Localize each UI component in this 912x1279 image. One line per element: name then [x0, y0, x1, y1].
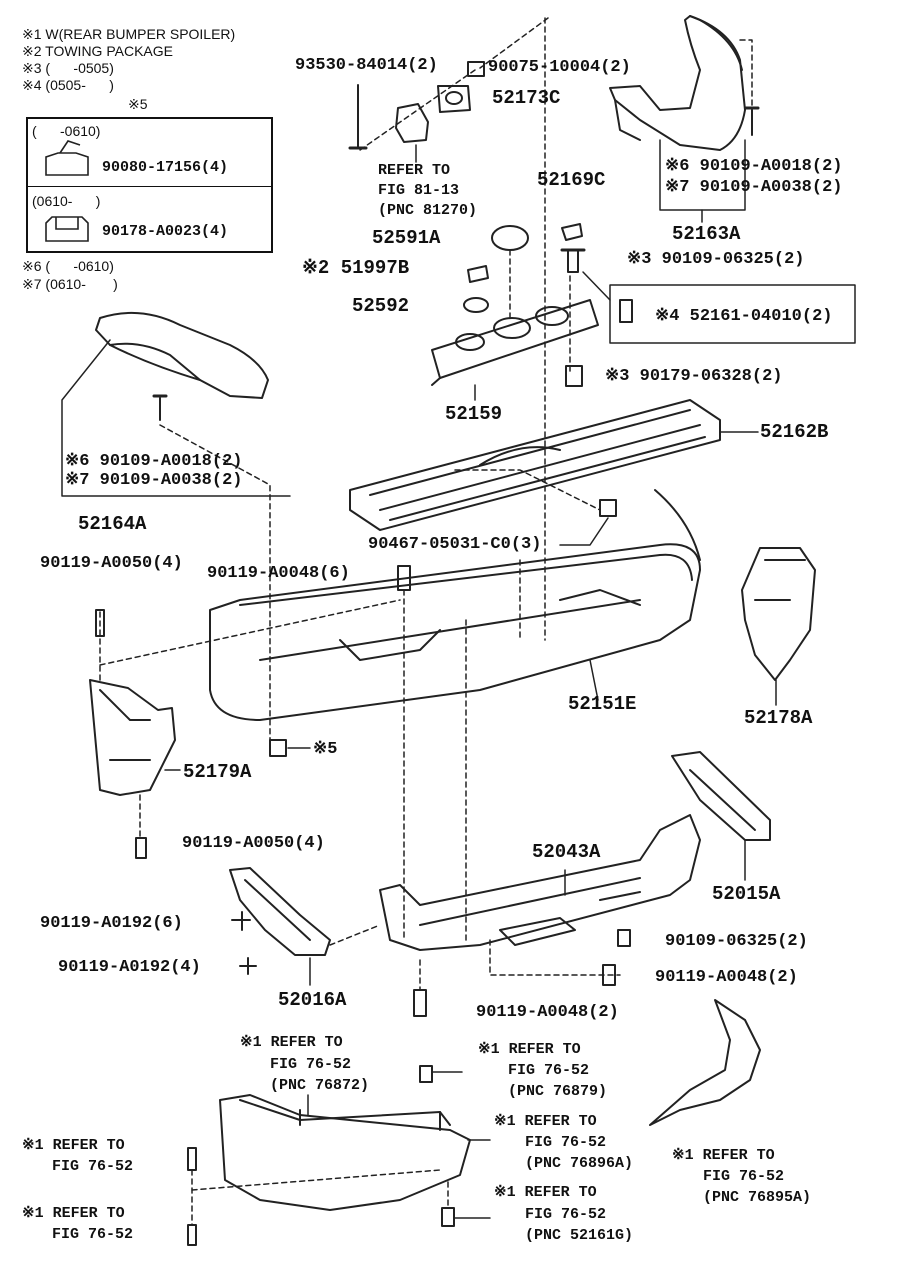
label-52162b: 52162B	[760, 421, 829, 443]
label-ref-left-upper-line2: FIG 76-52	[52, 1158, 134, 1175]
note-3: ※3 ( -0505)	[22, 60, 114, 76]
label-ref-left-lower-line1: ※1 REFER TO	[22, 1205, 125, 1222]
bracket-52179a-drawing	[89, 679, 176, 796]
label-90179-06328: ※3 90179-06328(2)	[605, 367, 783, 386]
label-ref-76896-line1: ※1 REFER TO	[494, 1113, 597, 1130]
label-52161-04010: ※4 52161-04010(2)	[655, 307, 833, 326]
note-5-title: ※5	[128, 96, 148, 112]
label-52178a: 52178A	[744, 707, 813, 729]
label-ref-52161g-line1: ※1 REFER TO	[494, 1184, 597, 1201]
label-52164a-bolt-7: ※7 90109-A0038(2)	[65, 471, 243, 490]
note-6: ※6 ( -0610)	[22, 258, 114, 274]
label-ref-76872-line2: FIG 76-52	[270, 1056, 352, 1073]
note-1: ※1 W(REAR BUMPER SPOILER)	[22, 26, 236, 42]
label-ref-76879-line3: (PNC 76879)	[508, 1083, 608, 1100]
label-90119-a0050-top: 90119-A0050(4)	[40, 554, 183, 573]
label-90119-a0192-4: 90119-A0192(4)	[58, 958, 201, 977]
label-refer-81-line3: (PNC 81270)	[378, 202, 478, 219]
label-90119-a0050-bottom: 90119-A0050(4)	[182, 834, 325, 853]
label-ref-left-upper-line1: ※1 REFER TO	[22, 1137, 125, 1154]
label-ref-76896-line3: (PNC 76896A)	[525, 1155, 634, 1172]
label-ref-left-lower-line2: FIG 76-52	[52, 1226, 134, 1243]
label-52173c: 52173C	[492, 87, 561, 109]
label-90467-05031: 90467-05031-C0(3)	[368, 535, 542, 554]
reinforcement-52043a-drawing	[379, 814, 701, 951]
label-90109-06325-top: ※3 90109-06325(2)	[627, 250, 805, 269]
note-7: ※7 (0610- )	[22, 276, 118, 292]
step-pad-52159-drawing	[431, 299, 599, 386]
label-52164a-bolt-6: ※6 90109-A0018(2)	[65, 452, 243, 471]
label-ref-52161g-line3: (PNC 52161G)	[525, 1227, 634, 1244]
note-4: ※4 (0505- )	[22, 77, 114, 93]
label-ref-76895-line2: FIG 76-52	[703, 1168, 785, 1185]
label-ref-76895-line1: ※1 REFER TO	[672, 1147, 775, 1164]
bumper-52151e-drawing	[209, 489, 701, 721]
label-ref-76895-line3: (PNC 76895A)	[703, 1189, 812, 1206]
label-refer-81-line1: REFER TO	[378, 162, 451, 179]
label-52169c: 52169C	[537, 169, 606, 191]
bracket-52163a-drawing	[609, 15, 746, 151]
label-90109-06325-bottom: 90109-06325(2)	[665, 932, 808, 951]
bracket-52015a-drawing	[671, 751, 771, 841]
label-52592: 52592	[352, 295, 410, 317]
label-52043a: 52043A	[532, 841, 601, 863]
label-note-5-ref: ※5	[313, 740, 338, 759]
bracket-52164a-drawing	[95, 311, 269, 399]
label-ref-52161g-line2: FIG 76-52	[525, 1206, 607, 1223]
label-52163a: 52163A	[672, 223, 741, 245]
label-52163a-bolt-7: ※7 90109-A0038(2)	[665, 178, 843, 197]
label-93530-84014: 93530-84014(2)	[295, 56, 438, 75]
label-ref-76896-line2: FIG 76-52	[525, 1134, 607, 1151]
step-cover-52162b-drawing	[349, 399, 721, 531]
bracket-52016a-drawing	[229, 867, 331, 956]
label-52179a: 52179A	[183, 761, 252, 783]
label-52159: 52159	[445, 403, 503, 425]
label-90119-a0048-2-bottom: 90119-A0048(2)	[476, 1003, 619, 1022]
label-52151e: 52151E	[568, 693, 637, 715]
label-90119-a0048-2-right: 90119-A0048(2)	[655, 968, 798, 987]
mudflap-76895a-drawing	[649, 999, 761, 1126]
label-90119-a0192-6: 90119-A0192(6)	[40, 914, 183, 933]
spoiler-drawing	[219, 1094, 471, 1211]
note-5-nut-icons	[45, 140, 89, 242]
label-ref-76879-line1: ※1 REFER TO	[478, 1041, 581, 1058]
label-refer-81-line2: FIG 81-13	[378, 182, 460, 199]
label-ref-76872-line1: ※1 REFER TO	[240, 1034, 343, 1051]
note-5-row1-range: ( -0610)	[32, 123, 101, 139]
label-52016a: 52016A	[278, 989, 347, 1011]
note-5-row2-part: 90178-A0023(4)	[102, 223, 229, 240]
label-51997b: ※2 51997B	[302, 257, 410, 279]
note-5-box: ( -0610) 90080-17156(4) (0610- ) 90178-A…	[26, 117, 273, 253]
note-5-row1-part: 90080-17156(4)	[102, 159, 229, 176]
bracket-52178a-drawing	[741, 547, 816, 681]
label-52164a: 52164A	[78, 513, 147, 535]
label-ref-76879-line2: FIG 76-52	[508, 1062, 590, 1079]
label-52015a: 52015A	[712, 883, 781, 905]
label-90075-10004: 90075-10004(2)	[488, 58, 631, 77]
label-52591a: 52591A	[372, 227, 441, 249]
label-90119-a0048-6: 90119-A0048(6)	[207, 564, 350, 583]
note-5-row2-range: (0610- )	[32, 193, 101, 209]
label-ref-76872-line3: (PNC 76872)	[270, 1077, 370, 1094]
note-2: ※2 TOWING PACKAGE	[22, 43, 173, 59]
label-52163a-bolt-6: ※6 90109-A0018(2)	[665, 157, 843, 176]
